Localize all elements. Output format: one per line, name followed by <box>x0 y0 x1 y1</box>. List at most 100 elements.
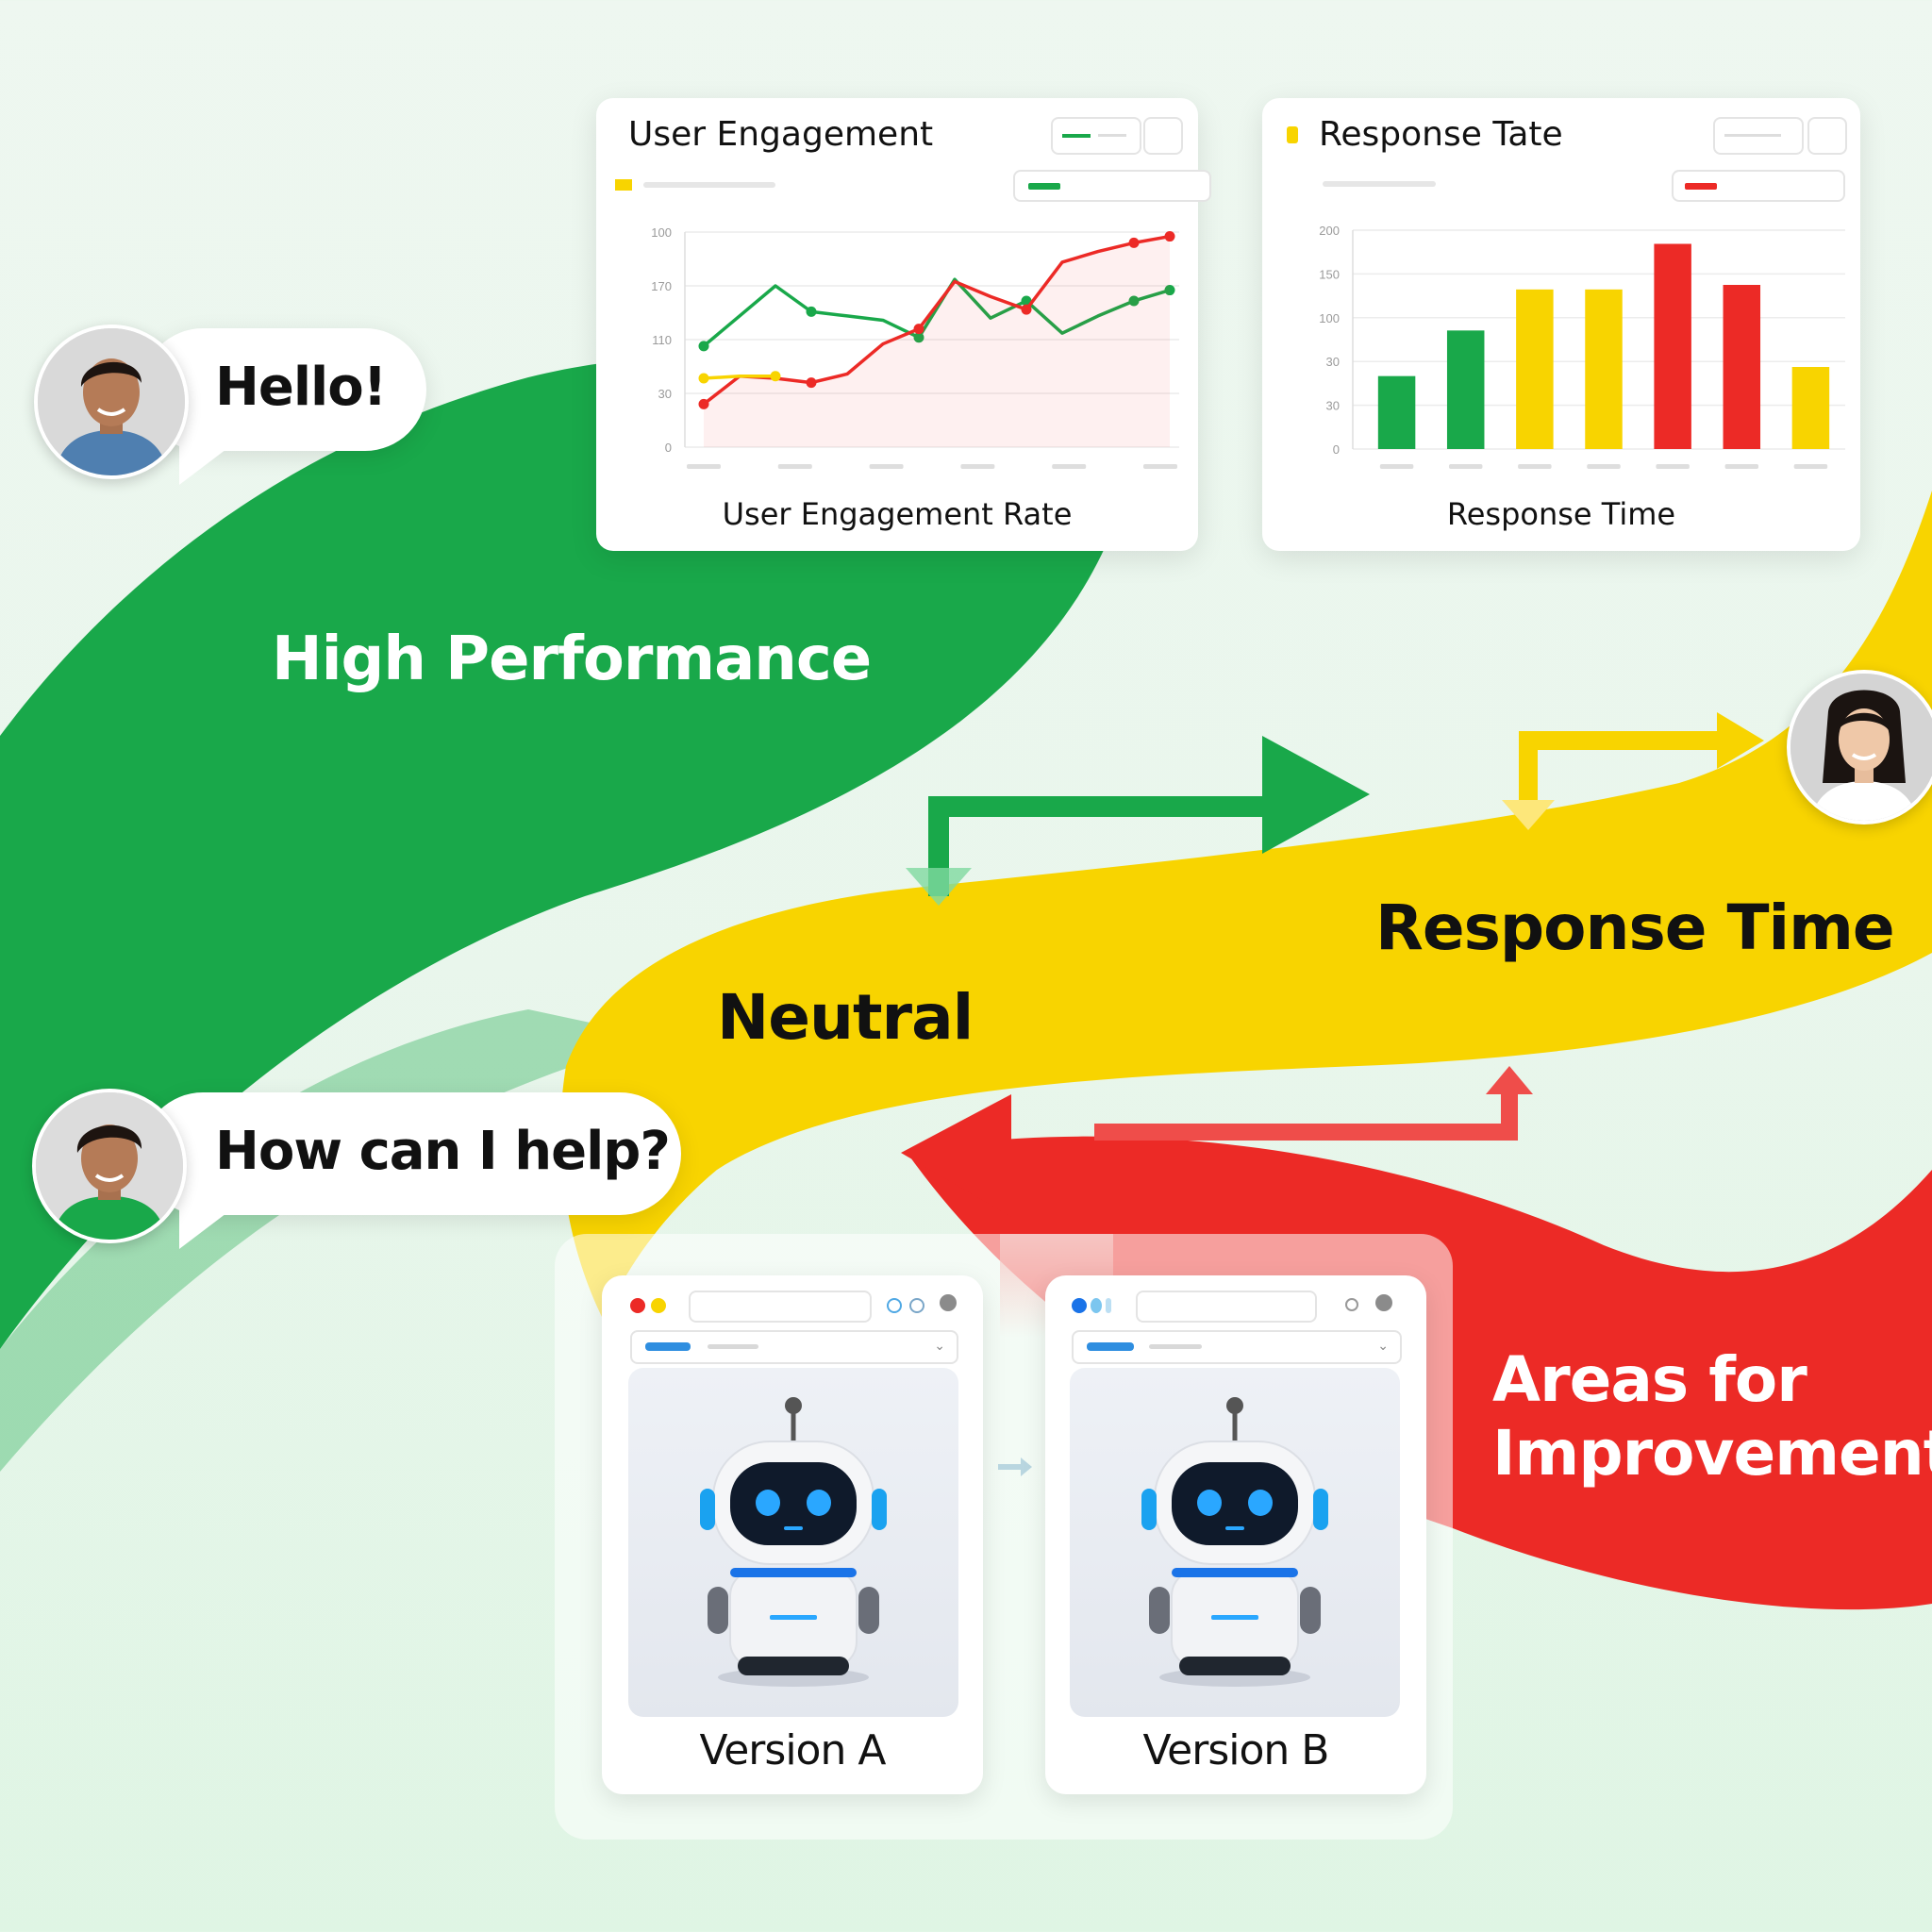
red-connector <box>1094 1085 1518 1141</box>
x-tick-label <box>960 464 995 469</box>
version-b-dot-3[interactable] <box>1106 1298 1111 1313</box>
version-b-dot-1[interactable] <box>1072 1298 1087 1313</box>
y-tick-label: 170 <box>651 279 672 293</box>
robot-icon <box>700 1397 887 1687</box>
data-point <box>913 332 924 343</box>
data-point <box>806 306 817 317</box>
high-performance-label: High Performance <box>272 625 872 694</box>
red-arrowhead <box>901 1094 1011 1217</box>
green-connector <box>928 796 1274 896</box>
response-legend-text <box>1323 181 1436 187</box>
data-point <box>806 377 817 389</box>
data-point <box>698 373 709 384</box>
bar-6 <box>1791 367 1830 449</box>
response-legend-select[interactable] <box>1713 117 1804 155</box>
bar-1 <box>1446 330 1485 449</box>
y-tick-label: 30 <box>1326 355 1340 369</box>
data-point <box>1128 295 1140 307</box>
version-b-info-icon[interactable] <box>1345 1298 1358 1311</box>
bar-2 <box>1516 289 1554 449</box>
improvement-line-2: Improvement <box>1492 1417 1932 1490</box>
version-a-minimize-dot[interactable] <box>651 1298 666 1313</box>
version-a-robot-frame <box>628 1368 958 1717</box>
y-tick-label: 0 <box>665 441 672 455</box>
x-tick-label <box>1587 464 1621 469</box>
series-line-0 <box>702 277 1171 348</box>
y-tick-label: 0 <box>1333 442 1340 457</box>
y-tick-label: 110 <box>652 333 672 347</box>
y-tick-label: 30 <box>658 387 672 401</box>
version-a-profile-icon[interactable] <box>940 1294 957 1311</box>
response-time-label: Response Time <box>1375 891 1895 964</box>
version-a-close-dot[interactable] <box>630 1298 645 1313</box>
chevron-down-icon: ⌄ <box>934 1338 945 1353</box>
version-b-model-select[interactable]: ⌄ <box>1072 1330 1402 1364</box>
improvement-label: Areas for Improvement <box>1492 1343 1932 1491</box>
x-tick-label <box>777 464 812 469</box>
version-a-panel[interactable]: ⌄ Version A <box>602 1275 983 1794</box>
data-point <box>698 398 709 409</box>
data-point <box>1164 285 1175 296</box>
x-tick-label <box>869 464 904 469</box>
help-bubble <box>142 1092 681 1215</box>
data-point <box>913 324 924 335</box>
version-b-profile-icon[interactable] <box>1375 1294 1392 1311</box>
version-a-address-bar[interactable] <box>689 1291 872 1323</box>
x-tick-label <box>1143 464 1177 469</box>
version-b-dot-2[interactable] <box>1091 1298 1102 1313</box>
user-avatar-bottom[interactable] <box>32 1089 187 1243</box>
data-point <box>1021 304 1032 315</box>
version-b-address-bar[interactable] <box>1136 1291 1317 1323</box>
x-tick-label <box>1656 464 1690 469</box>
engagement-card-title: User Engagement <box>628 115 934 154</box>
data-point <box>1164 231 1175 242</box>
response-menu-button[interactable] <box>1807 117 1847 155</box>
chevron-down-icon: ⌄ <box>1377 1338 1389 1353</box>
series-line-2 <box>703 375 775 380</box>
yellow-arrowhead <box>1717 712 1764 769</box>
x-tick-label <box>1448 464 1483 469</box>
arrow-right-icon <box>998 1457 1032 1476</box>
y-tick-label: 100 <box>651 225 672 240</box>
version-b-panel[interactable]: ⌄ Version B <box>1045 1275 1426 1794</box>
user-avatar-top[interactable] <box>34 325 189 479</box>
engagement-line-chart: 0 30 110 170 100 <box>651 225 1179 469</box>
x-tick-label <box>1052 464 1087 469</box>
agent-avatar[interactable] <box>1787 670 1932 824</box>
engagement-menu-button[interactable] <box>1143 117 1183 155</box>
yellow-connector <box>1519 731 1717 811</box>
bar-0 <box>1377 375 1416 449</box>
version-a-info-icon[interactable] <box>887 1298 902 1313</box>
bar-3 <box>1585 289 1623 449</box>
bar-5 <box>1723 285 1761 449</box>
greeting-bubble <box>142 328 426 451</box>
engagement-legend-yellow <box>615 179 632 191</box>
y-tick-label: 200 <box>1319 224 1340 238</box>
help-text: How can I help? <box>215 1121 671 1182</box>
version-a-settings-icon[interactable] <box>909 1298 924 1313</box>
engagement-filter[interactable] <box>1013 170 1211 202</box>
y-tick-label: 150 <box>1319 267 1340 281</box>
green-band <box>0 357 1113 1349</box>
y-tick-label: 100 <box>1319 311 1340 325</box>
bar-4 <box>1654 243 1691 449</box>
version-b-label: Version B <box>1142 1726 1330 1774</box>
engagement-legend-select[interactable] <box>1051 117 1141 155</box>
engagement-legend-text <box>643 182 775 188</box>
series-line-1 <box>702 234 1171 406</box>
response-filter[interactable] <box>1672 170 1845 202</box>
yellow-band <box>560 491 1932 1321</box>
response-legend-dot <box>1287 126 1298 143</box>
version-a-model-select[interactable]: ⌄ <box>630 1330 958 1364</box>
x-tick-label <box>687 464 721 469</box>
x-tick-label <box>1793 464 1828 469</box>
x-tick-label <box>1724 464 1759 469</box>
x-tick-label <box>1379 464 1414 469</box>
improvement-line-1: Areas for <box>1492 1343 1807 1416</box>
data-point <box>770 371 781 382</box>
greeting-text: Hello! <box>215 357 387 418</box>
data-point <box>1128 237 1140 248</box>
